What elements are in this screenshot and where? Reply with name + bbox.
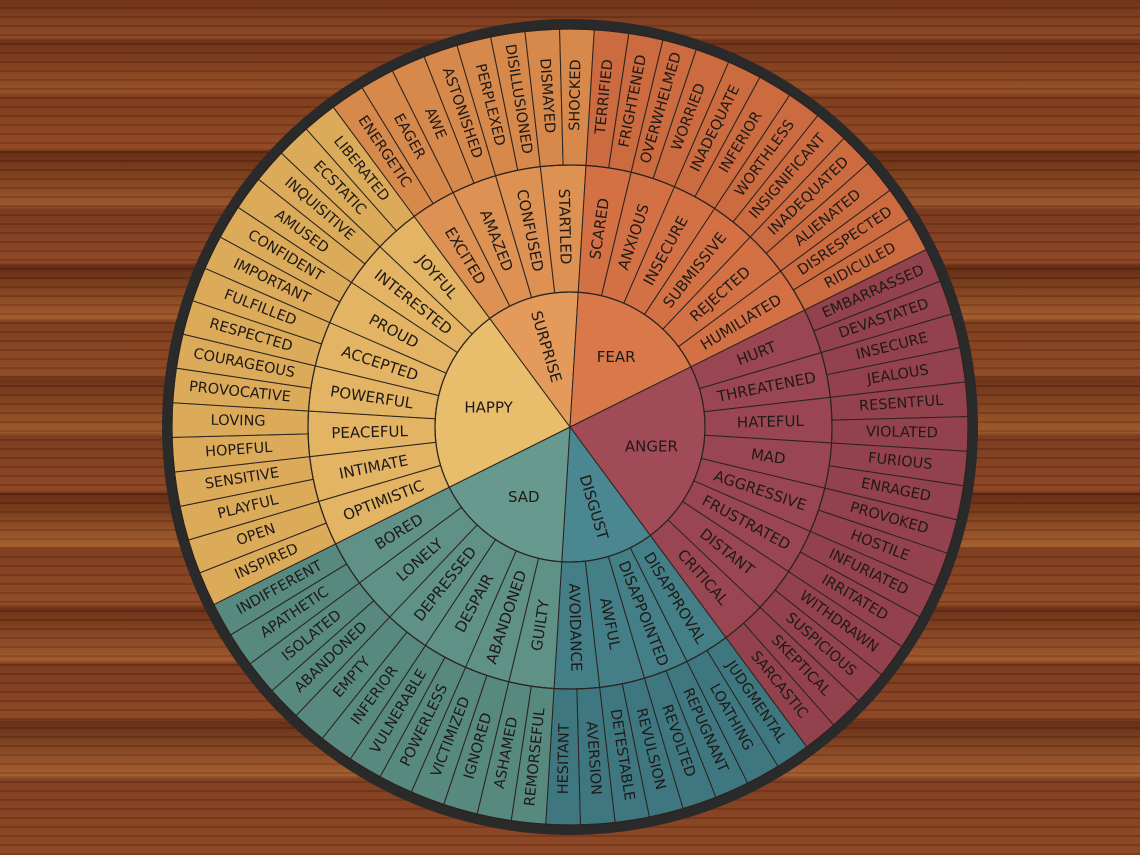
- ring-divider-1: [307, 164, 833, 690]
- outer-label-resentful: RESENTFUL: [859, 393, 944, 415]
- mid-label-mad: MAD: [750, 445, 787, 468]
- outer-label-hopeful: HOPEFUL: [205, 440, 273, 461]
- outer-label-hesitant: HESITANT: [556, 723, 573, 794]
- outer-label-shocked: SHOCKED: [567, 59, 584, 131]
- sector-layer: [171, 28, 969, 826]
- core-label-fear: FEAR: [597, 348, 636, 366]
- mid-label-startled: STARTLED: [555, 189, 575, 265]
- mid-label-peaceful: PEACEFUL: [331, 422, 409, 442]
- outer-label-loving: LOVING: [210, 413, 265, 430]
- ring-divider-0: [434, 291, 706, 563]
- outer-label-dismayed: DISMAYED: [536, 58, 557, 134]
- outer-label-aversion: AVERSION: [583, 721, 604, 796]
- mid-label-avoidance: AVOIDANCE: [565, 583, 585, 672]
- outer-label-terrified: TERRIFIED: [593, 58, 617, 136]
- ring-divider-2: [171, 28, 969, 826]
- core-label-happy: HAPPY: [464, 399, 513, 417]
- core-label-anger: ANGER: [625, 438, 678, 456]
- mid-label-hateful: HATEFUL: [737, 412, 805, 432]
- core-label-sad: SAD: [508, 488, 540, 506]
- outer-label-violated: VIOLATED: [866, 424, 938, 441]
- outer-label-furious: FURIOUS: [867, 450, 933, 473]
